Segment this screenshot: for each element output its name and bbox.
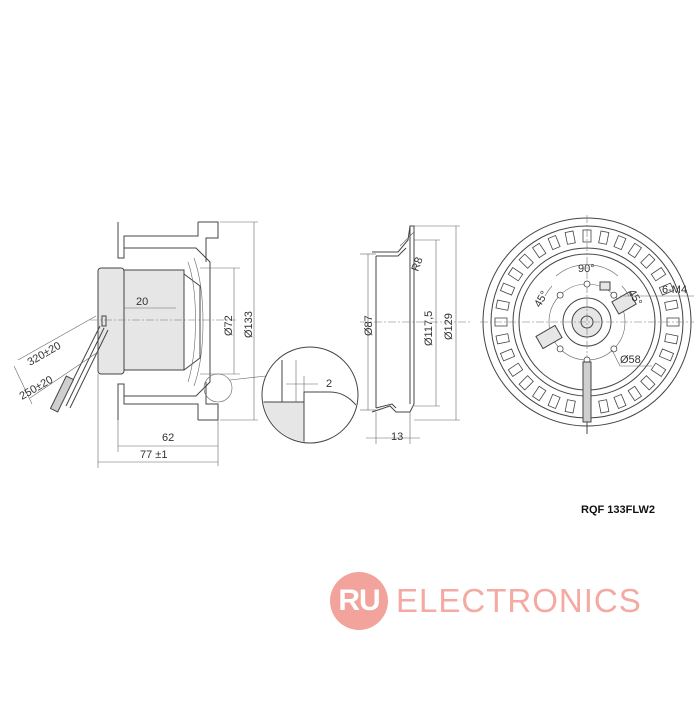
angle-arc-left [544, 285, 553, 297]
dim-d-mid: Ø117,5 [423, 311, 435, 346]
dim-line-cable-short [29, 351, 99, 399]
dim-d-inner: Ø87 [363, 315, 375, 336]
ring-lip-top [376, 247, 407, 257]
detail-profile [281, 360, 357, 411]
blade-slot [613, 393, 627, 410]
dim-hub-depth: 20 [136, 296, 148, 308]
dim-width: 13 [391, 431, 403, 443]
front-view: 90° 45° 45° 6-M4 Ø58 [480, 215, 694, 434]
flange-bottom-right [198, 382, 219, 421]
blade-slot [613, 234, 627, 251]
detail-leader [229, 375, 267, 381]
terminal-box-left [535, 324, 563, 350]
model-number: RQF 133FLW2 [581, 504, 655, 516]
cable-2 [65, 327, 105, 407]
dim-overall: 77 ±1 [140, 449, 167, 461]
mounting-hole [556, 291, 564, 299]
blade-slot [658, 282, 675, 296]
detail-view: 2 [261, 346, 359, 444]
mounting-hole [610, 345, 618, 353]
mounting-hole [610, 291, 618, 299]
dim-d-outer-ring: Ø129 [443, 313, 455, 340]
radius-leader [399, 231, 415, 247]
blade-slot [664, 333, 679, 345]
blade-slot [564, 399, 576, 414]
ring-profile-outer [371, 225, 415, 413]
blade-curve-1 [187, 261, 196, 383]
blade-slot [499, 348, 516, 362]
pcd-leader [611, 349, 621, 367]
blade-slot [598, 399, 610, 414]
blade-slot [658, 348, 675, 362]
blade-slot [532, 385, 547, 402]
cable-gland [101, 315, 107, 327]
blade-slot [507, 267, 524, 282]
cable-3 [69, 329, 109, 409]
cable-sleeve [49, 375, 75, 413]
blade-curve-2 [193, 257, 204, 387]
blade-slot [598, 230, 610, 245]
dim-gap: 2 [326, 378, 332, 390]
angle-top: 90° [578, 263, 595, 275]
blade-slot [640, 253, 656, 269]
blade-ring [494, 229, 680, 415]
dim-radius: R8 [410, 256, 426, 273]
detail-circle [261, 346, 359, 444]
impeller-shroud [124, 247, 211, 397]
dim-line-cable-long [17, 315, 97, 361]
blade-slot [650, 267, 667, 282]
blade-slot [640, 375, 656, 391]
watermark-text: ELECTRONICS [396, 582, 642, 619]
blade-slot [664, 299, 679, 311]
blade-slot [518, 375, 534, 391]
blade-slot [495, 333, 510, 345]
mounting-hole [583, 280, 591, 288]
dim-cable-long: 320±20 [26, 340, 64, 369]
pcd-callout: Ø58 [620, 354, 641, 366]
flange-top-right [198, 221, 219, 262]
blade-slot [532, 242, 547, 259]
dim-d-outer: Ø133 [243, 311, 255, 338]
rotor-end [183, 273, 201, 371]
blade-slot [627, 385, 642, 402]
watermark-logo: RU ELECTRONICS [330, 572, 642, 630]
blade-slot [518, 253, 534, 269]
terminal-tab [599, 281, 611, 291]
cable-exit [582, 361, 592, 423]
blade-slot [547, 234, 561, 251]
detail-section [263, 401, 305, 442]
side-view: 320±20 250±20 20 Ø72 Ø133 62 77 ±1 [13, 221, 267, 468]
angle-arc-top [555, 264, 619, 277]
dim-cable-short: 250±20 [18, 374, 56, 403]
blade-slot [627, 242, 642, 259]
ring-view: R8 Ø87 Ø117,5 Ø129 13 [360, 225, 470, 444]
watermark-badge: RU [330, 572, 388, 630]
ring-lip-bot [375, 403, 397, 409]
blade-slot [499, 282, 516, 296]
holes-callout: 6-M4 [662, 284, 687, 296]
mounting-hole [556, 345, 564, 353]
blade-slot [564, 230, 576, 245]
blade-slot [650, 362, 667, 377]
angle-left: 45° [532, 289, 551, 309]
blade-slot [507, 362, 524, 377]
flange-bottom [117, 383, 199, 420]
blade-slot [547, 393, 561, 410]
blade-slot [495, 299, 510, 311]
flange-top [117, 222, 199, 259]
detail-callout [203, 373, 233, 403]
dim-d-hub: Ø72 [223, 315, 235, 336]
dim-depth: 62 [162, 432, 174, 444]
dim-ext-cable [13, 365, 33, 405]
terminal-box-right [611, 291, 637, 315]
